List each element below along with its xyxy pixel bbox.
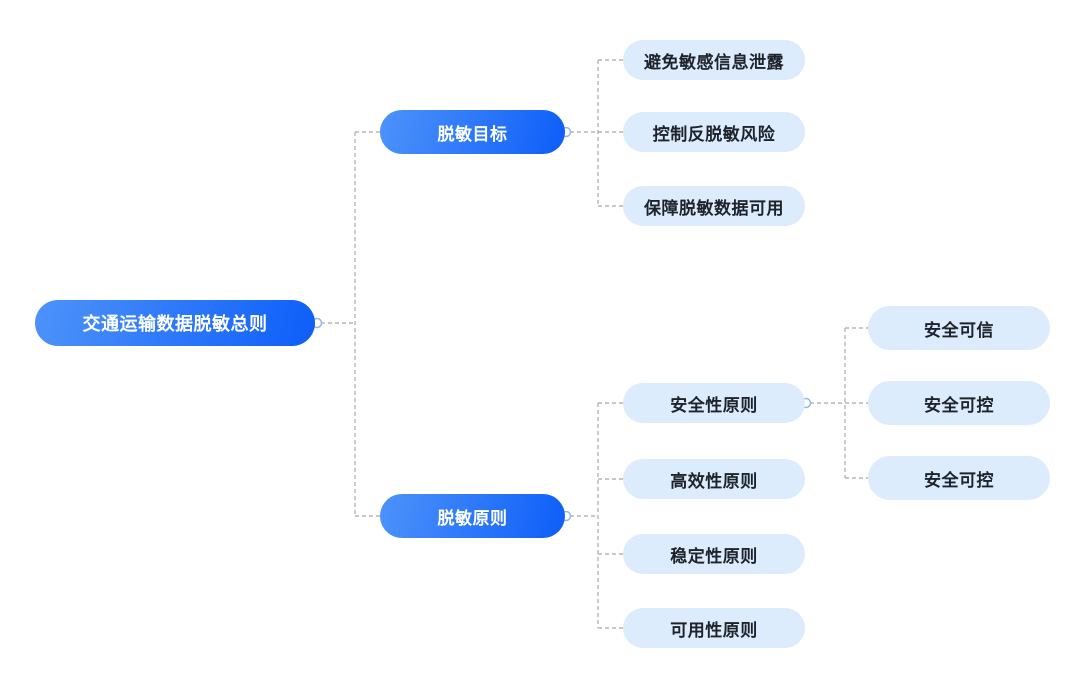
node-security-child-3: 安全可控 (868, 456, 1050, 500)
node-principle-child-4: 可用性原则 (623, 608, 805, 648)
node-security-child-1: 安全可信 (868, 306, 1050, 350)
node-goal-child-1: 避免敏感信息泄露 (623, 40, 805, 80)
node-root: 交通运输数据脱敏总则 (35, 300, 315, 346)
node-goal: 脱敏目标 (380, 110, 565, 154)
node-security-child-2: 安全可控 (868, 381, 1050, 425)
node-goal-child-2: 控制反脱敏风险 (623, 112, 805, 152)
node-principle: 脱敏原则 (380, 494, 565, 538)
node-goal-child-3: 保障脱敏数据可用 (623, 186, 805, 226)
node-principle-child-2: 高效性原则 (623, 459, 805, 499)
node-principle-child-3: 稳定性原则 (623, 534, 805, 574)
node-principle-child-1: 安全性原则 (623, 383, 805, 423)
